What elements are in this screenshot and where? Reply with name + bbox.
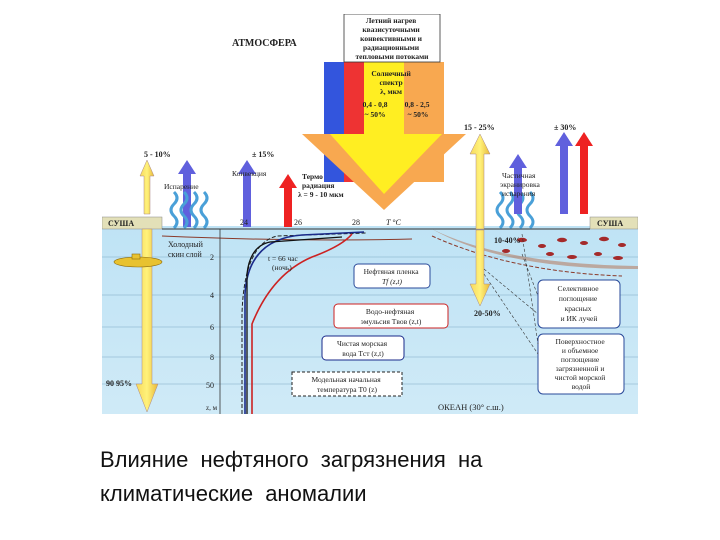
model-temp-box — [291, 371, 403, 397]
depth-tick-4: 4 — [210, 291, 214, 300]
oil-emulsion-box — [333, 303, 449, 329]
caption-line-2: климатические аномалии — [100, 481, 367, 506]
temp-axis-label: T °C — [386, 218, 402, 227]
oil-film-text: Нефтяная пленка Tf (z,t) — [364, 267, 421, 286]
solar-spectrum-text: Солнечный спектр λ, мкм 0,4 - 0,8 ~ 50% … — [363, 69, 432, 119]
thermal-label: Термо радиация λ = 9 - 10 мкм — [298, 172, 344, 199]
connector-lines — [483, 233, 539, 355]
ocean-label: ОКЕАН (30° с.ш.) — [438, 402, 504, 412]
convection-arrow — [238, 160, 256, 227]
land-left-label: СУША — [108, 219, 134, 228]
oil-boundary-dashed — [431, 235, 623, 277]
profile-oil-emulsion — [251, 233, 353, 414]
surface-absorption-box — [537, 333, 625, 395]
convection-label: Конвекция — [232, 169, 267, 178]
pct-10-40: 10-40% — [494, 236, 521, 245]
spray-label: Частичная экранировка испарения — [500, 171, 542, 198]
right-blue-arrow — [555, 132, 573, 214]
oil-emulsion-text: Водо-нефтяная эмульсия Tвов (z,t) — [361, 307, 422, 326]
surface-absorption-text: Поверхностное и объемное поглощение загр… — [555, 337, 607, 391]
right-red-arrow — [575, 132, 593, 214]
land-right-label: СУША — [597, 219, 623, 228]
top-heating-box — [343, 14, 441, 63]
vapor-swirls-left — [169, 190, 209, 230]
oil-droplets — [502, 236, 626, 260]
profile-model-initial — [241, 232, 368, 414]
thermal-radiation-arrow — [279, 174, 297, 227]
temp-tick-28: 28 — [352, 218, 360, 227]
cold-layer-label: Холодный скин слой — [168, 240, 205, 259]
pct-15-25: 15 - 25% — [464, 123, 495, 132]
left-yellow-arrow — [135, 159, 159, 413]
depth-tick-50: 50 — [206, 381, 214, 390]
land-left — [102, 216, 163, 230]
slide-caption: Влияние нефтяного загрязнения на климати… — [100, 443, 660, 511]
pct-left-top: 5 - 10% — [144, 150, 171, 159]
temp-tick-26: 26 — [294, 218, 302, 227]
oil-film-box — [353, 263, 431, 289]
depth-axis-label: z, м — [206, 404, 218, 412]
selective-absorption-box — [537, 279, 621, 329]
right-evaporation-arrow — [509, 154, 527, 214]
depth-tick-8: 8 — [210, 353, 214, 362]
clean-water-text: Чистая морская вода Tст (z,t) — [337, 339, 389, 358]
clean-water-box — [321, 335, 405, 361]
time-label: t = 66 час (ночь) — [268, 254, 300, 272]
depth-tick-2: 2 — [210, 253, 214, 262]
top-heating-text: Летний нагрев квазисуточными конвективны… — [355, 16, 429, 61]
right-yellow-arrow — [469, 133, 491, 307]
submarine-icon — [113, 253, 163, 268]
pct-20-50: 20-50% — [474, 309, 501, 318]
land-right — [589, 216, 638, 230]
atmosphere-label: АТМОСФЕРА — [232, 38, 298, 49]
profile-clean-water — [244, 231, 365, 414]
oil-pollution-climate-diagram: АТМОСФЕРА СУША СУША Летний нагрев кв — [102, 14, 638, 414]
pct-15: ± 15% — [252, 150, 274, 159]
pct-30: ± 30% — [554, 123, 576, 132]
solar-spectrum-arrow — [302, 62, 466, 210]
pct-90-95: 90 95% — [106, 379, 132, 388]
temp-tick-24: 24 — [240, 218, 248, 227]
oil-slick — [432, 229, 638, 269]
depth-tick-6: 6 — [210, 323, 214, 332]
evaporation-label: Испарение — [164, 182, 199, 191]
model-temp-text: Модельная начальная температура T0 (z) — [311, 375, 382, 394]
selective-absorption-text: Селективное поглощение красных и ИК луче… — [558, 284, 601, 323]
caption-line-1: Влияние нефтяного загрязнения на — [100, 447, 483, 472]
profile-oil-film — [246, 236, 343, 414]
